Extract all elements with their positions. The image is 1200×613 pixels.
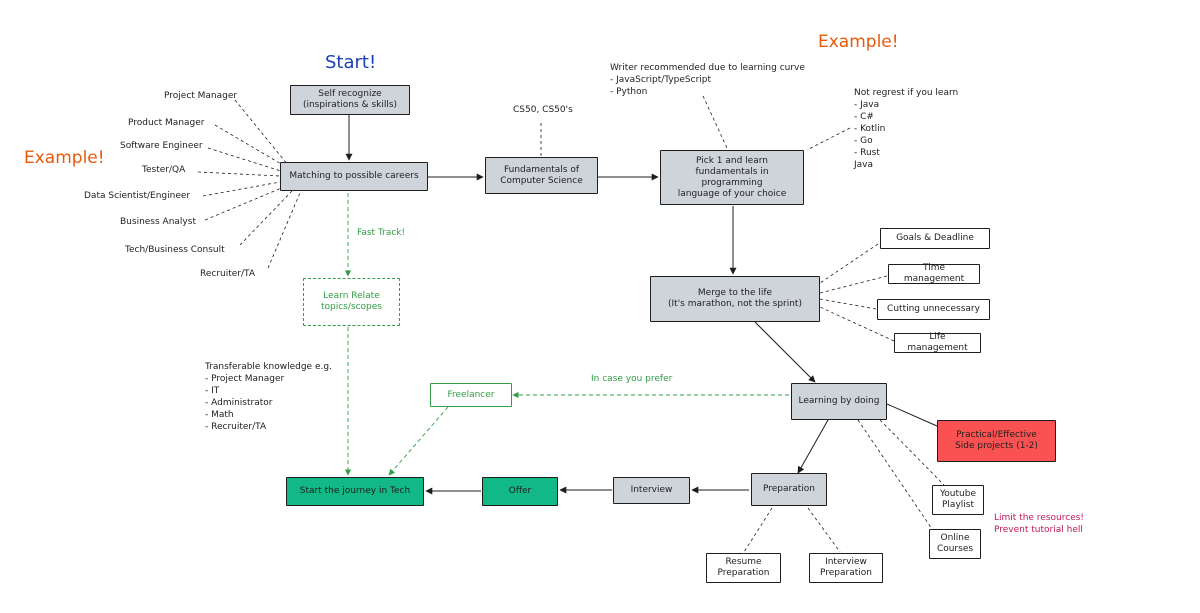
offer-box: Offer [482,477,558,506]
limit-resources-heading: Limit the resources! Prevent tutorial he… [994,513,1085,535]
resume-preparation-box: Resume Preparation [706,553,781,583]
career-software-engineer: Software Engineer [120,141,203,151]
dash-writer-recommended [702,95,728,149]
dash-goals [819,243,879,284]
career-recruiter-ta: Recruiter/TA [200,269,255,279]
start-journey-box: Start the journey in Tech [286,477,424,506]
career-data-scientist: Data Scientist/Engineer [84,191,191,201]
life-management-box: Life management [894,332,981,353]
dash-career-software-engineer [207,147,285,173]
online-courses-box: Online Courses [929,529,981,559]
dash-career-tech-consult [239,190,293,246]
interview-preparation-box: Interview Preparation [809,553,883,583]
side-projects-box: Practical/Effective Side projects (1-2) [937,420,1056,462]
not-regret-note: Not regrest if you learn - Java - C# - K… [854,88,959,170]
dash-online-courses [857,419,933,530]
dash-career-product-manager [214,124,289,169]
pick-language-box: Pick 1 and learn fundamentals in program… [660,150,804,205]
self-recognize-box: Self recognize (inspirations & skills) [290,85,410,115]
career-business-analyst: Business Analyst [120,217,196,227]
dash-career-business-analyst [204,186,285,221]
learning-by-doing-box: Learning by doing [791,383,887,420]
career-project-manager: Project Manager [164,91,238,101]
dash-interview-prep [807,507,841,553]
dash-time-management [819,275,888,294]
time-management-box: Time management [888,263,980,284]
career-product-manager: Product Manager [128,118,205,128]
youtube-playlist-box: Youtube Playlist [932,485,984,515]
goals-deadline-box: Goals & Deadline [880,228,990,249]
freelancer-box: Freelancer [430,383,512,407]
dash-green-freelancer-to-start [388,406,449,476]
arrow-learning-to-preparation [797,419,829,474]
cutting-unnecessary-box: Cutting unnecessary [877,299,990,320]
dash-cutting [819,298,877,310]
arrow-merge-to-learning [754,321,816,383]
transferable-knowledge-note: Transferable knowledge e.g. - Project Ma… [205,362,332,432]
dash-career-tester [197,171,281,177]
dash-not-regret [806,127,851,151]
interview-box: Interview [613,477,690,504]
dash-youtube [879,419,945,486]
line-learning-to-side-projects [886,403,938,427]
dash-life-management [819,306,895,342]
merge-to-life-box: Merge to the life (It's marathon, not th… [650,276,820,322]
dash-career-project-manager [234,99,289,166]
matching-careers-box: Matching to possible careers [280,162,428,191]
example-heading-right: Example! [818,32,899,52]
learn-relate-topics-box: Learn Relate topics/scopes [303,278,400,326]
dash-career-recruiter [267,192,301,269]
in-case-you-prefer-label: In case you prefer [591,374,673,384]
example-heading-left: Example! [24,148,105,168]
dash-career-data-scientist [202,181,281,197]
start-heading: Start! [325,52,377,73]
fast-track-label: Fast Track! [357,228,406,238]
preparation-box: Preparation [751,473,827,506]
career-tester-qa: Tester/QA [142,165,186,175]
writer-recommended-note: Writer recommended due to learning curve… [610,63,805,97]
fundamentals-cs-box: Fundamentals of Computer Science [485,157,598,194]
career-tech-business-consult: Tech/Business Consult [125,245,225,255]
dash-resume-prep [743,507,773,553]
cs50-annotation: CS50, CS50's [513,105,573,115]
